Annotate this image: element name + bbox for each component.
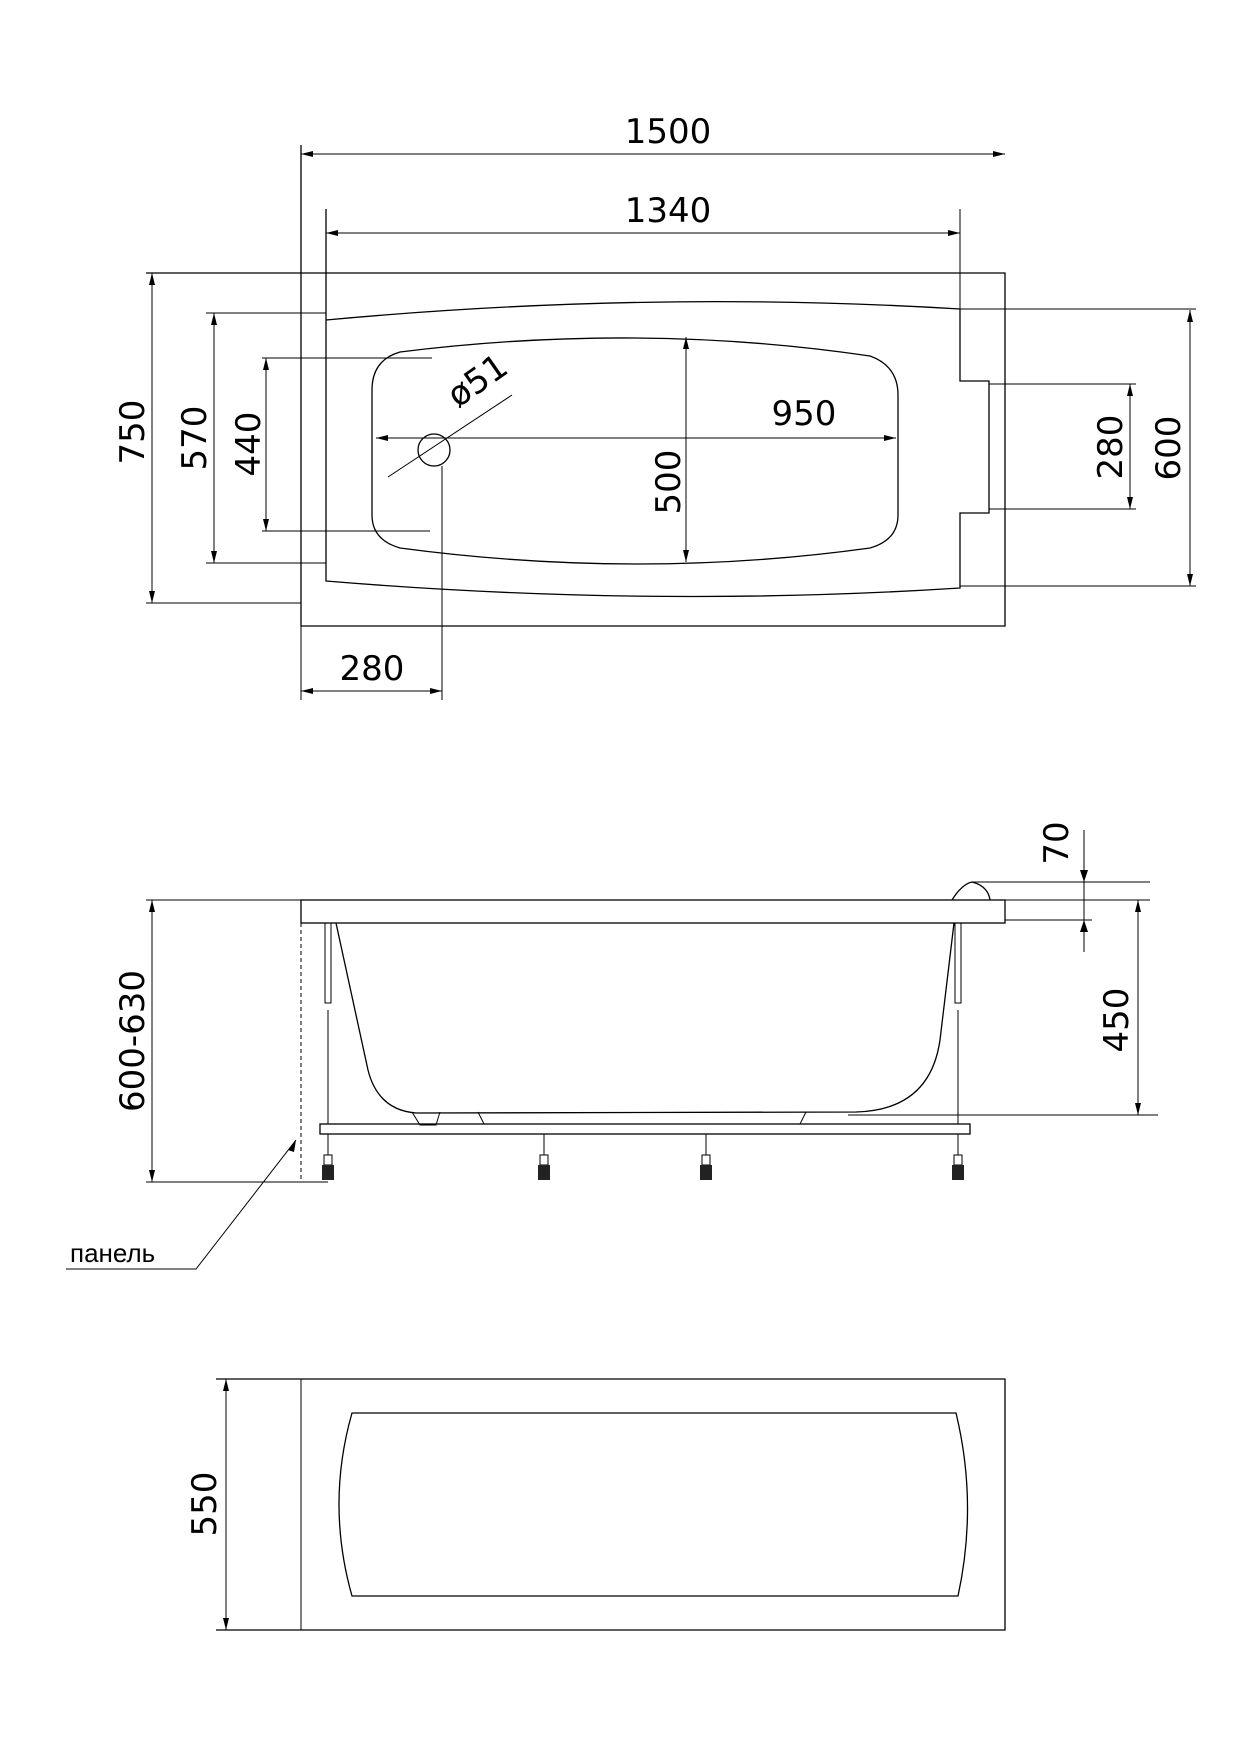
frame-bar: [319, 1123, 971, 1135]
dim-label-570: 570: [175, 406, 215, 471]
headrest: [951, 881, 991, 901]
dim-label-450: 450: [1097, 988, 1137, 1053]
drain-icon: [417, 433, 451, 467]
ext-lines-1340: [325, 209, 961, 320]
dim-label-500: 500: [649, 450, 689, 515]
dim-label-600-630: 600-630: [113, 970, 153, 1112]
panel-view: 550: [185, 1378, 1006, 1631]
dim-label-70: 70: [1037, 821, 1077, 864]
side-view: 600-630 70 450 панель: [66, 821, 1158, 1270]
ext-lines-280-right: [989, 383, 1136, 510]
dim-label-550: 550: [185, 1472, 225, 1537]
panel-leader: [66, 1139, 297, 1270]
basin-outline: [371, 337, 899, 565]
top-view: 1500 1340 750 570 440 950 500 ø51 280 28…: [113, 112, 1196, 700]
tub-rim: [300, 899, 1006, 924]
tub-outline: [146, 145, 1006, 627]
dim-label-280-right: 280: [1091, 415, 1131, 480]
panel-leader-arrow: [288, 1140, 296, 1152]
ext-lines-440: [262, 357, 432, 532]
panel-label: панель: [70, 1238, 155, 1268]
tub-bottom-feet: [411, 1111, 807, 1126]
tub-body: [335, 922, 955, 1114]
panel-outline: [216, 1378, 1006, 1631]
dim-label-440: 440: [229, 412, 269, 477]
leg-connectors: [327, 1010, 959, 1124]
dim-label-280-drain: 280: [340, 649, 405, 689]
dim-label-drain: ø51: [440, 346, 515, 416]
adjustable-feet: [322, 1134, 964, 1180]
dim-label-1340: 1340: [625, 191, 712, 231]
ext-lines-600: [960, 308, 1196, 587]
ext-lines-70: [972, 881, 1150, 921]
panel-inset: [338, 1412, 969, 1597]
foot-icon: [538, 1134, 550, 1180]
dim-label-1500: 1500: [625, 112, 712, 152]
dim-label-950: 950: [772, 394, 837, 434]
deck-outline: [325, 209, 990, 598]
dim-label-600: 600: [1149, 416, 1189, 481]
ext-lines-280: [300, 466, 443, 700]
foot-icon: [322, 1134, 334, 1180]
foot-icon: [700, 1134, 712, 1180]
leg-rod-left: [324, 922, 332, 1004]
dim-label-750: 750: [113, 400, 153, 465]
foot-icon: [952, 1134, 964, 1180]
dim-drain-leader: [387, 394, 513, 478]
ext-lines-570: [206, 312, 326, 564]
leg-rod-right: [954, 922, 962, 1004]
